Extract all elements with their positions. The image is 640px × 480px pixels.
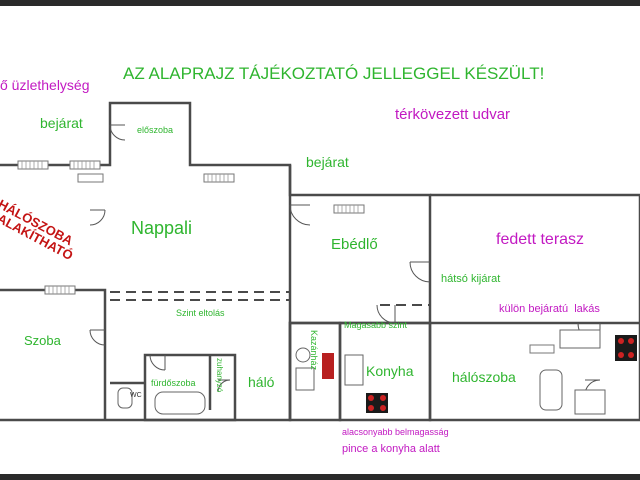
radiator <box>203 173 235 183</box>
notice-title: AZ ALAPRAJZ TÁJÉKOZTATÓ JELLEGGEL KÉSZÜL… <box>123 64 545 83</box>
separate-flat-wall <box>428 321 640 422</box>
radiator-fins <box>21 161 359 294</box>
bathroom-wall <box>143 353 237 422</box>
radiator <box>44 285 76 295</box>
label-back-exit: hátsó kijárat <box>441 273 501 285</box>
radiator <box>17 160 49 170</box>
door-arc <box>217 379 231 393</box>
burner <box>628 352 634 358</box>
radiator <box>77 173 104 183</box>
burner <box>628 338 634 344</box>
left-room-wall <box>0 288 107 420</box>
door-arc <box>149 354 166 371</box>
boiler-red <box>322 353 334 379</box>
label-entrance-mid: bejárat <box>306 154 349 170</box>
label-terrace: fedett terasz <box>496 231 585 248</box>
label-cellar: pince a konyha alatt <box>342 443 440 455</box>
label-courtyard: térkövezett udvar <box>395 106 511 123</box>
radiator <box>529 344 555 354</box>
bathtub <box>154 391 206 415</box>
bottom-frame <box>0 474 640 480</box>
terrace-wall <box>430 193 640 323</box>
flat-counter <box>559 329 601 349</box>
label-separate-flat: külön bejáratú lakás <box>499 303 600 315</box>
door-arc <box>89 209 106 226</box>
label-kitchen: Konyha <box>366 363 414 379</box>
label-entrance-top: bejárat <box>40 115 83 131</box>
door-arc <box>89 329 106 346</box>
kitchen-counter <box>344 354 364 386</box>
label-living: Nappali <box>131 218 193 238</box>
label-hallway: előszoba <box>137 125 174 135</box>
label-bathroom: fürdőszoba <box>151 378 196 388</box>
sink-separate <box>539 369 563 411</box>
label-shop: ő üzlethelység <box>0 77 90 93</box>
label-bedroom2: hálószoba <box>452 369 516 385</box>
burner <box>380 395 386 401</box>
burner <box>368 405 374 411</box>
radiator <box>333 204 365 214</box>
label-bedroom: háló <box>248 374 275 390</box>
door-arc <box>376 304 396 324</box>
boiler-tank <box>295 367 315 391</box>
door-arc <box>409 261 431 283</box>
label-level-change: Szint eltolás <box>176 308 225 318</box>
toilet <box>117 387 133 409</box>
burner <box>368 395 374 401</box>
label-wc: WC <box>130 392 142 399</box>
boiler-unit <box>295 347 311 363</box>
burner <box>618 352 624 358</box>
label-dining: Ebédlő <box>331 236 378 253</box>
label-boiler: Kazánház <box>309 330 319 371</box>
label-lower-ceiling: alacsonyabb belmagasság <box>342 427 449 437</box>
door-arc <box>109 124 126 141</box>
radiator <box>69 160 101 170</box>
shower-tray <box>574 389 606 415</box>
burner <box>380 405 386 411</box>
stove-flat <box>615 335 637 361</box>
burner <box>618 338 624 344</box>
label-shower: zuhanyzó <box>215 358 224 393</box>
top-frame <box>0 0 640 6</box>
label-room: Szoba <box>24 333 61 348</box>
door-arc <box>289 204 311 226</box>
label-higher-level: Magasabb szint <box>344 320 408 330</box>
